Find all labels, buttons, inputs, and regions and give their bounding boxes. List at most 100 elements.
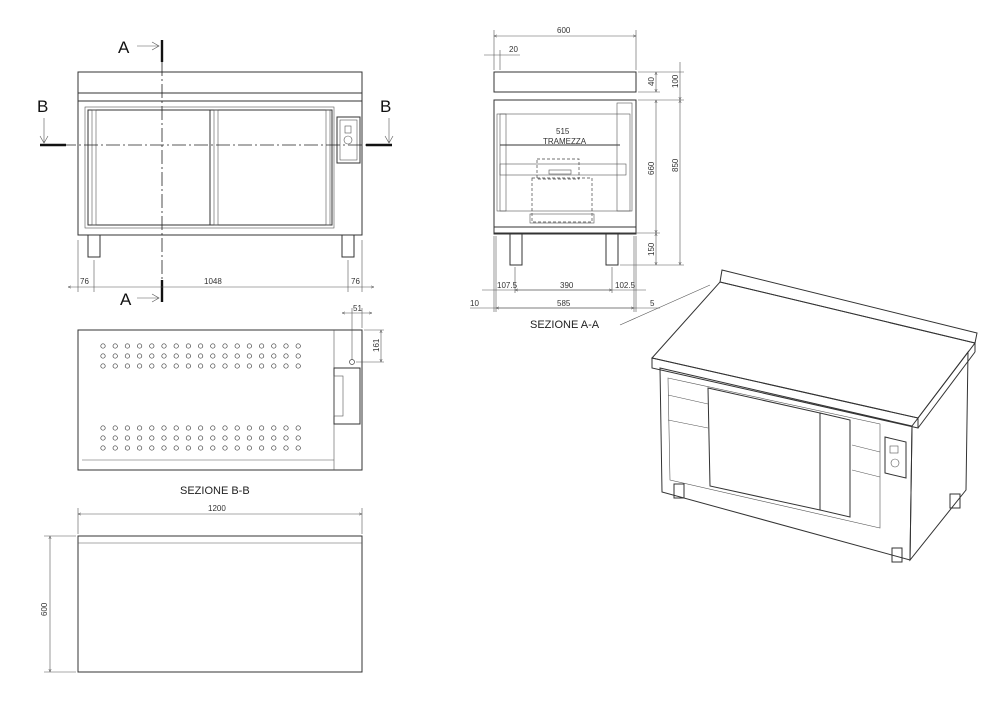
dim-right: 76 <box>351 277 360 286</box>
backsplash-section <box>493 71 637 93</box>
perforation-hole <box>210 343 216 349</box>
perforation-hole <box>124 445 130 451</box>
section-aa: 515 TRAMEZZA 600 20 40 100 660 850 150 <box>470 26 684 331</box>
perforation-hole <box>185 343 191 349</box>
backsplash <box>77 71 363 94</box>
perforation-hole <box>161 353 167 359</box>
perforation-hole <box>124 363 130 369</box>
perforation-hole <box>295 425 301 431</box>
perforation-hole <box>161 363 167 369</box>
perforation-hole <box>112 343 118 349</box>
iso-worktop <box>651 281 976 419</box>
perforation-hole <box>271 353 277 359</box>
iso-backsplash <box>719 269 978 344</box>
perforation-hole <box>124 353 130 359</box>
perforation-hole <box>283 353 289 359</box>
dim-top-overhang: 20 <box>509 45 518 54</box>
iso-control-panel <box>884 436 907 479</box>
section-aa-caption: SEZIONE A-A <box>530 319 600 331</box>
perforation-hole <box>246 425 252 431</box>
dim-body-height: 660 <box>647 161 656 175</box>
perforation-hole <box>198 353 204 359</box>
dim-right-offset: 5 <box>650 299 655 308</box>
perforation-hole <box>246 343 252 349</box>
perforation-hole <box>234 445 240 451</box>
perforation-hole <box>185 353 191 359</box>
perforation-hole <box>271 435 277 441</box>
perforation-hole <box>185 363 191 369</box>
perforation-hole <box>234 343 240 349</box>
perforation-hole <box>271 425 277 431</box>
leg <box>605 233 619 266</box>
perforation-hole <box>283 445 289 451</box>
perforation-hole <box>173 343 179 349</box>
perforation-hole <box>173 425 179 431</box>
perforation-hole <box>295 343 301 349</box>
dim-offset: 51 <box>353 304 362 313</box>
perforation-hole <box>173 353 179 359</box>
perforation-hole <box>222 363 228 369</box>
dim-leg-height: 150 <box>647 242 656 256</box>
top-view-outline <box>77 535 363 673</box>
perforation-hole <box>222 425 228 431</box>
perforation-hole <box>222 445 228 451</box>
dim-leg-spacing: 390 <box>560 281 574 290</box>
perforation-hole <box>149 435 155 441</box>
control-panel <box>336 116 361 164</box>
perforation-hole <box>198 435 204 441</box>
perforation-hole <box>246 445 252 451</box>
top-view: 1200 600 <box>40 504 362 672</box>
perforation-hole <box>112 445 118 451</box>
perforation-hole <box>246 353 252 359</box>
perforation-hole <box>222 435 228 441</box>
iso-leg <box>673 483 685 499</box>
iso-side-face <box>909 350 969 562</box>
perforation-hole <box>210 425 216 431</box>
dim-body-depth: 585 <box>557 299 571 308</box>
dim-leg-right: 102.5 <box>615 281 636 290</box>
section-a-label-top: A <box>118 38 130 57</box>
perforation-hole <box>149 425 155 431</box>
perforation-hole <box>283 425 289 431</box>
dim-width: 1200 <box>208 504 226 513</box>
perforation-hole <box>161 425 167 431</box>
dim-left: 76 <box>80 277 89 286</box>
section-b-label-right: B <box>380 97 391 116</box>
dim-total-height: 850 <box>671 158 680 172</box>
dim-height: 161 <box>372 338 381 352</box>
iso-sliding-door-left <box>707 387 821 511</box>
partition-width: 515 <box>556 127 570 136</box>
perforation-hole <box>198 363 204 369</box>
perforation-hole <box>283 435 289 441</box>
dim-leg-left: 107.5 <box>497 281 518 290</box>
perforation-hole <box>149 353 155 359</box>
perforation-hole <box>210 363 216 369</box>
leg <box>509 233 523 266</box>
dim-depth: 600 <box>40 602 49 616</box>
iso-sliding-door-right <box>819 412 851 518</box>
perforation-hole <box>100 353 106 359</box>
perforation-hole <box>210 435 216 441</box>
perforation-hole <box>112 425 118 431</box>
perforation-hole <box>124 425 130 431</box>
perforation-hole <box>246 363 252 369</box>
perforation-hole <box>185 425 191 431</box>
perforation-hole <box>100 425 106 431</box>
perforation-hole <box>137 435 143 441</box>
perforation-hole <box>149 445 155 451</box>
perforation-hole <box>259 435 265 441</box>
perforation-hole <box>124 343 130 349</box>
dim-total-width: 600 <box>557 26 571 35</box>
isometric-view <box>619 269 978 563</box>
perforation-hole <box>112 363 118 369</box>
perforation-hole <box>222 343 228 349</box>
perforation-hole <box>259 353 265 359</box>
perforation-hole <box>222 353 228 359</box>
cabinet-body <box>77 100 363 236</box>
perforation-hole <box>185 435 191 441</box>
section-bb-caption: SEZIONE B-B <box>180 485 250 497</box>
iso-leg <box>891 547 903 563</box>
perforation-hole <box>234 363 240 369</box>
dim-backsplash: 100 <box>671 74 680 88</box>
perforation-hole <box>210 353 216 359</box>
